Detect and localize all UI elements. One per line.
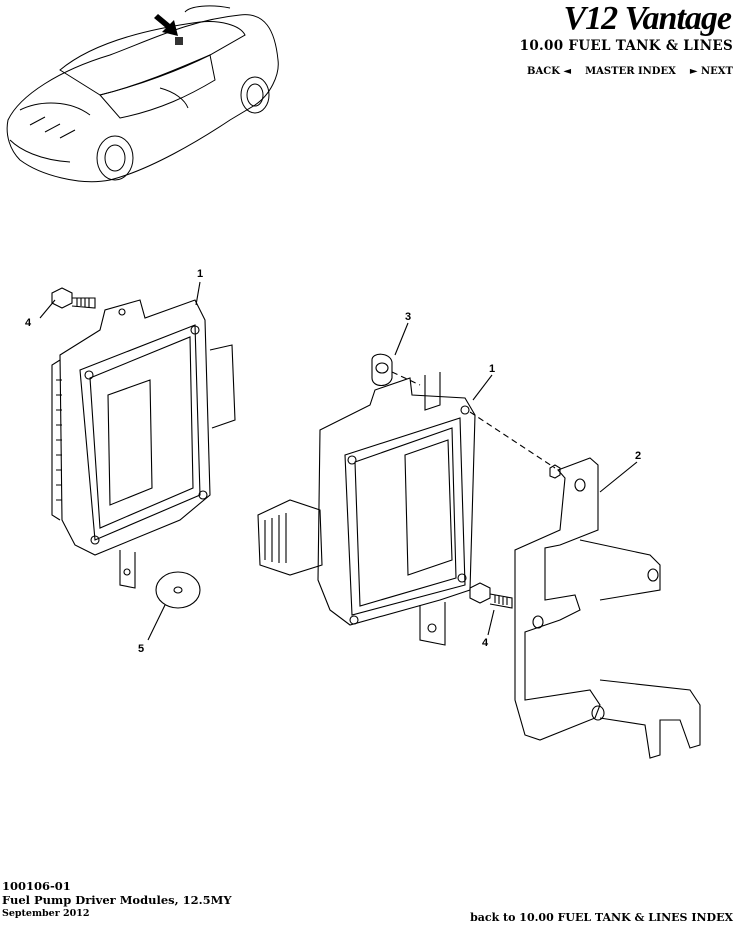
navigation-bar: BACK ◄ MASTER INDEX ► NEXT bbox=[527, 66, 733, 77]
master-index-link[interactable]: MASTER INDEX bbox=[585, 66, 676, 77]
callout-1-left: 1 bbox=[197, 268, 203, 280]
fuel-pump-driver-module-right bbox=[257, 372, 476, 646]
bolt-left bbox=[51, 287, 96, 309]
callout-2: 2 bbox=[635, 450, 641, 462]
part-number: 100106-01 bbox=[2, 879, 71, 893]
callout-5: 5 bbox=[138, 643, 144, 655]
mounting-bracket bbox=[514, 457, 701, 759]
publication-date: September 2012 bbox=[2, 908, 90, 919]
washer bbox=[155, 571, 201, 609]
callout-4-left: 4 bbox=[25, 317, 32, 329]
fuel-pump-driver-module-left bbox=[51, 299, 236, 589]
part-description: Fuel Pump Driver Modules, 12.5MY bbox=[2, 893, 232, 907]
bolt-right bbox=[469, 582, 513, 609]
vehicle-locator-illustration bbox=[6, 5, 279, 183]
next-link[interactable]: ► NEXT bbox=[689, 66, 733, 77]
parts-diagram: 1 4 3 1 2 5 4 bbox=[25, 268, 701, 759]
page-title: 10.00 FUEL TANK & LINES bbox=[519, 38, 733, 54]
brand-logo: V12 Vantage bbox=[563, 0, 732, 37]
callout-4-right: 4 bbox=[482, 637, 489, 649]
footer-nav: back to 10.00 FUEL TANK & LINES INDEX bbox=[470, 911, 733, 924]
callout-1-right: 1 bbox=[489, 363, 495, 375]
back-to-index-link[interactable]: back to 10.00 FUEL TANK & LINES INDEX bbox=[470, 911, 733, 924]
back-link[interactable]: BACK ◄ bbox=[527, 66, 572, 77]
grommet bbox=[371, 353, 393, 387]
callout-3: 3 bbox=[405, 311, 411, 323]
part-info: 100106-01 Fuel Pump Driver Modules, 12.5… bbox=[2, 879, 232, 921]
